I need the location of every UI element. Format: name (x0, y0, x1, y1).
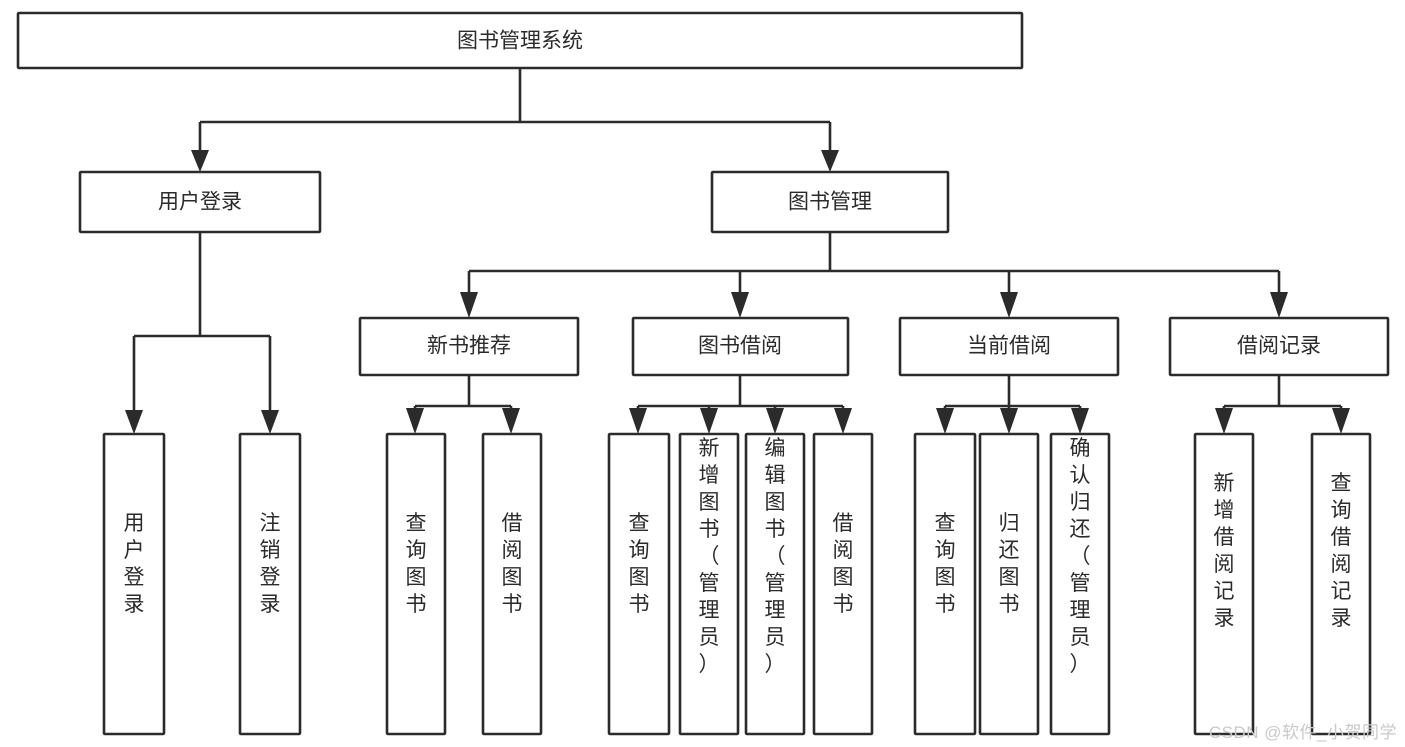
leaf-return-book[interactable]: 归还图书 (978, 432, 1040, 736)
leaf-query-record-label: 查询借阅记录 (1331, 472, 1352, 630)
leaf-query-book-rec[interactable]: 查询图书 (385, 432, 447, 736)
link-book-borrow-trunk (636, 375, 845, 418)
arrowhead-leaf-query-book-rec (406, 408, 424, 434)
leaf-borrow-book-label: 借阅图书 (833, 512, 854, 616)
arrowhead-leaf-borrow-book-rec (502, 408, 520, 434)
csdn-watermark: CSDN @软件_小贺同学 (1208, 723, 1397, 742)
leaf-user-login[interactable]: 用户登录 (102, 432, 166, 736)
arrowhead-leaf-confirm-return (1071, 408, 1089, 434)
leaf-edit-book-label: 编辑图书（管理员） (765, 437, 786, 676)
arrowhead-leaf-borrow-book (834, 408, 852, 434)
leaf-borrow-book[interactable]: 借阅图书 (812, 432, 874, 736)
leaf-confirm-return-label: 确认归还（管理员） (1070, 437, 1091, 676)
node-new-book-rec-label: 新书推荐 (427, 335, 511, 358)
node-root-label: 图书管理系统 (457, 30, 583, 53)
node-book-borrow[interactable]: 图书借阅 (631, 316, 850, 377)
link-new-book-rec-trunk (413, 375, 513, 418)
leaf-query-book-cur-label: 查询图书 (935, 512, 956, 616)
link-user-login-trunk (132, 232, 272, 418)
leaf-borrow-book-rec[interactable]: 借阅图书 (481, 432, 543, 736)
leaf-confirm-return[interactable]: 确认归还（管理员） (1049, 432, 1111, 736)
link-root-trunk (198, 68, 832, 158)
arrowhead-leaf-return-book (1000, 408, 1018, 434)
leaf-borrow-book-rec-label: 借阅图书 (502, 512, 523, 616)
leaf-query-book-cur[interactable]: 查询图书 (913, 432, 977, 736)
leaf-add-book-label: 新增图书（管理员） (699, 437, 720, 676)
arrowhead-leaf-query-book-cur (936, 408, 954, 434)
arrowhead-leaf-add-book (700, 408, 718, 434)
leaf-add-book[interactable]: 新增图书（管理员） (678, 432, 740, 736)
arrowhead-leaf-user-logout (261, 410, 279, 434)
arrowhead-borrow-record (1270, 292, 1288, 318)
arrowhead-book-manage (821, 150, 839, 172)
node-current-borrow-label: 当前借阅 (967, 335, 1051, 358)
link-borrow-record-trunk (1222, 375, 1343, 418)
node-borrow-record-label: 借阅记录 (1237, 335, 1321, 358)
leaf-query-book-rec-label: 查询图书 (406, 512, 427, 616)
arrowhead-leaf-query-record (1332, 408, 1350, 434)
connectors (125, 68, 1350, 434)
arrowhead-current-borrow (1000, 292, 1018, 318)
arrowhead-user-login (191, 150, 209, 172)
node-book-manage[interactable]: 图书管理 (710, 170, 950, 234)
arrowhead-leaf-query-book-borrow (629, 408, 647, 434)
node-root[interactable]: 图书管理系统 (16, 11, 1024, 70)
arrowhead-leaf-add-record (1215, 408, 1233, 434)
node-user-login[interactable]: 用户登录 (78, 170, 322, 234)
node-current-borrow[interactable]: 当前借阅 (898, 316, 1120, 377)
node-borrow-record[interactable]: 借阅记录 (1168, 316, 1390, 377)
leaf-query-book-borrow-label: 查询图书 (629, 512, 650, 616)
arrowhead-book-borrow (731, 292, 749, 318)
arrowhead-leaf-edit-book (766, 408, 784, 434)
leaf-query-record[interactable]: 查询借阅记录 (1310, 432, 1372, 736)
leaf-return-book-label: 归还图书 (999, 512, 1020, 616)
leaf-edit-book[interactable]: 编辑图书（管理员） (744, 432, 806, 736)
leaf-user-login-label: 用户登录 (124, 512, 145, 616)
leaf-user-logout[interactable]: 注销登录 (238, 432, 302, 736)
node-book-borrow-label: 图书借阅 (698, 335, 782, 358)
arrowhead-new-book-rec (460, 292, 478, 318)
arrowhead-leaf-user-login (125, 410, 143, 434)
node-user-login-label: 用户登录 (158, 191, 242, 214)
leaf-user-logout-label: 注销登录 (260, 512, 281, 616)
leaf-query-book-borrow[interactable]: 查询图书 (607, 432, 671, 736)
leaf-add-record[interactable]: 新增借阅记录 (1193, 432, 1255, 736)
node-book-manage-label: 图书管理 (788, 191, 872, 214)
leaf-add-record-label: 新增借阅记录 (1214, 472, 1235, 630)
node-new-book-rec[interactable]: 新书推荐 (358, 316, 580, 377)
link-book-manage-trunk (467, 232, 1281, 296)
